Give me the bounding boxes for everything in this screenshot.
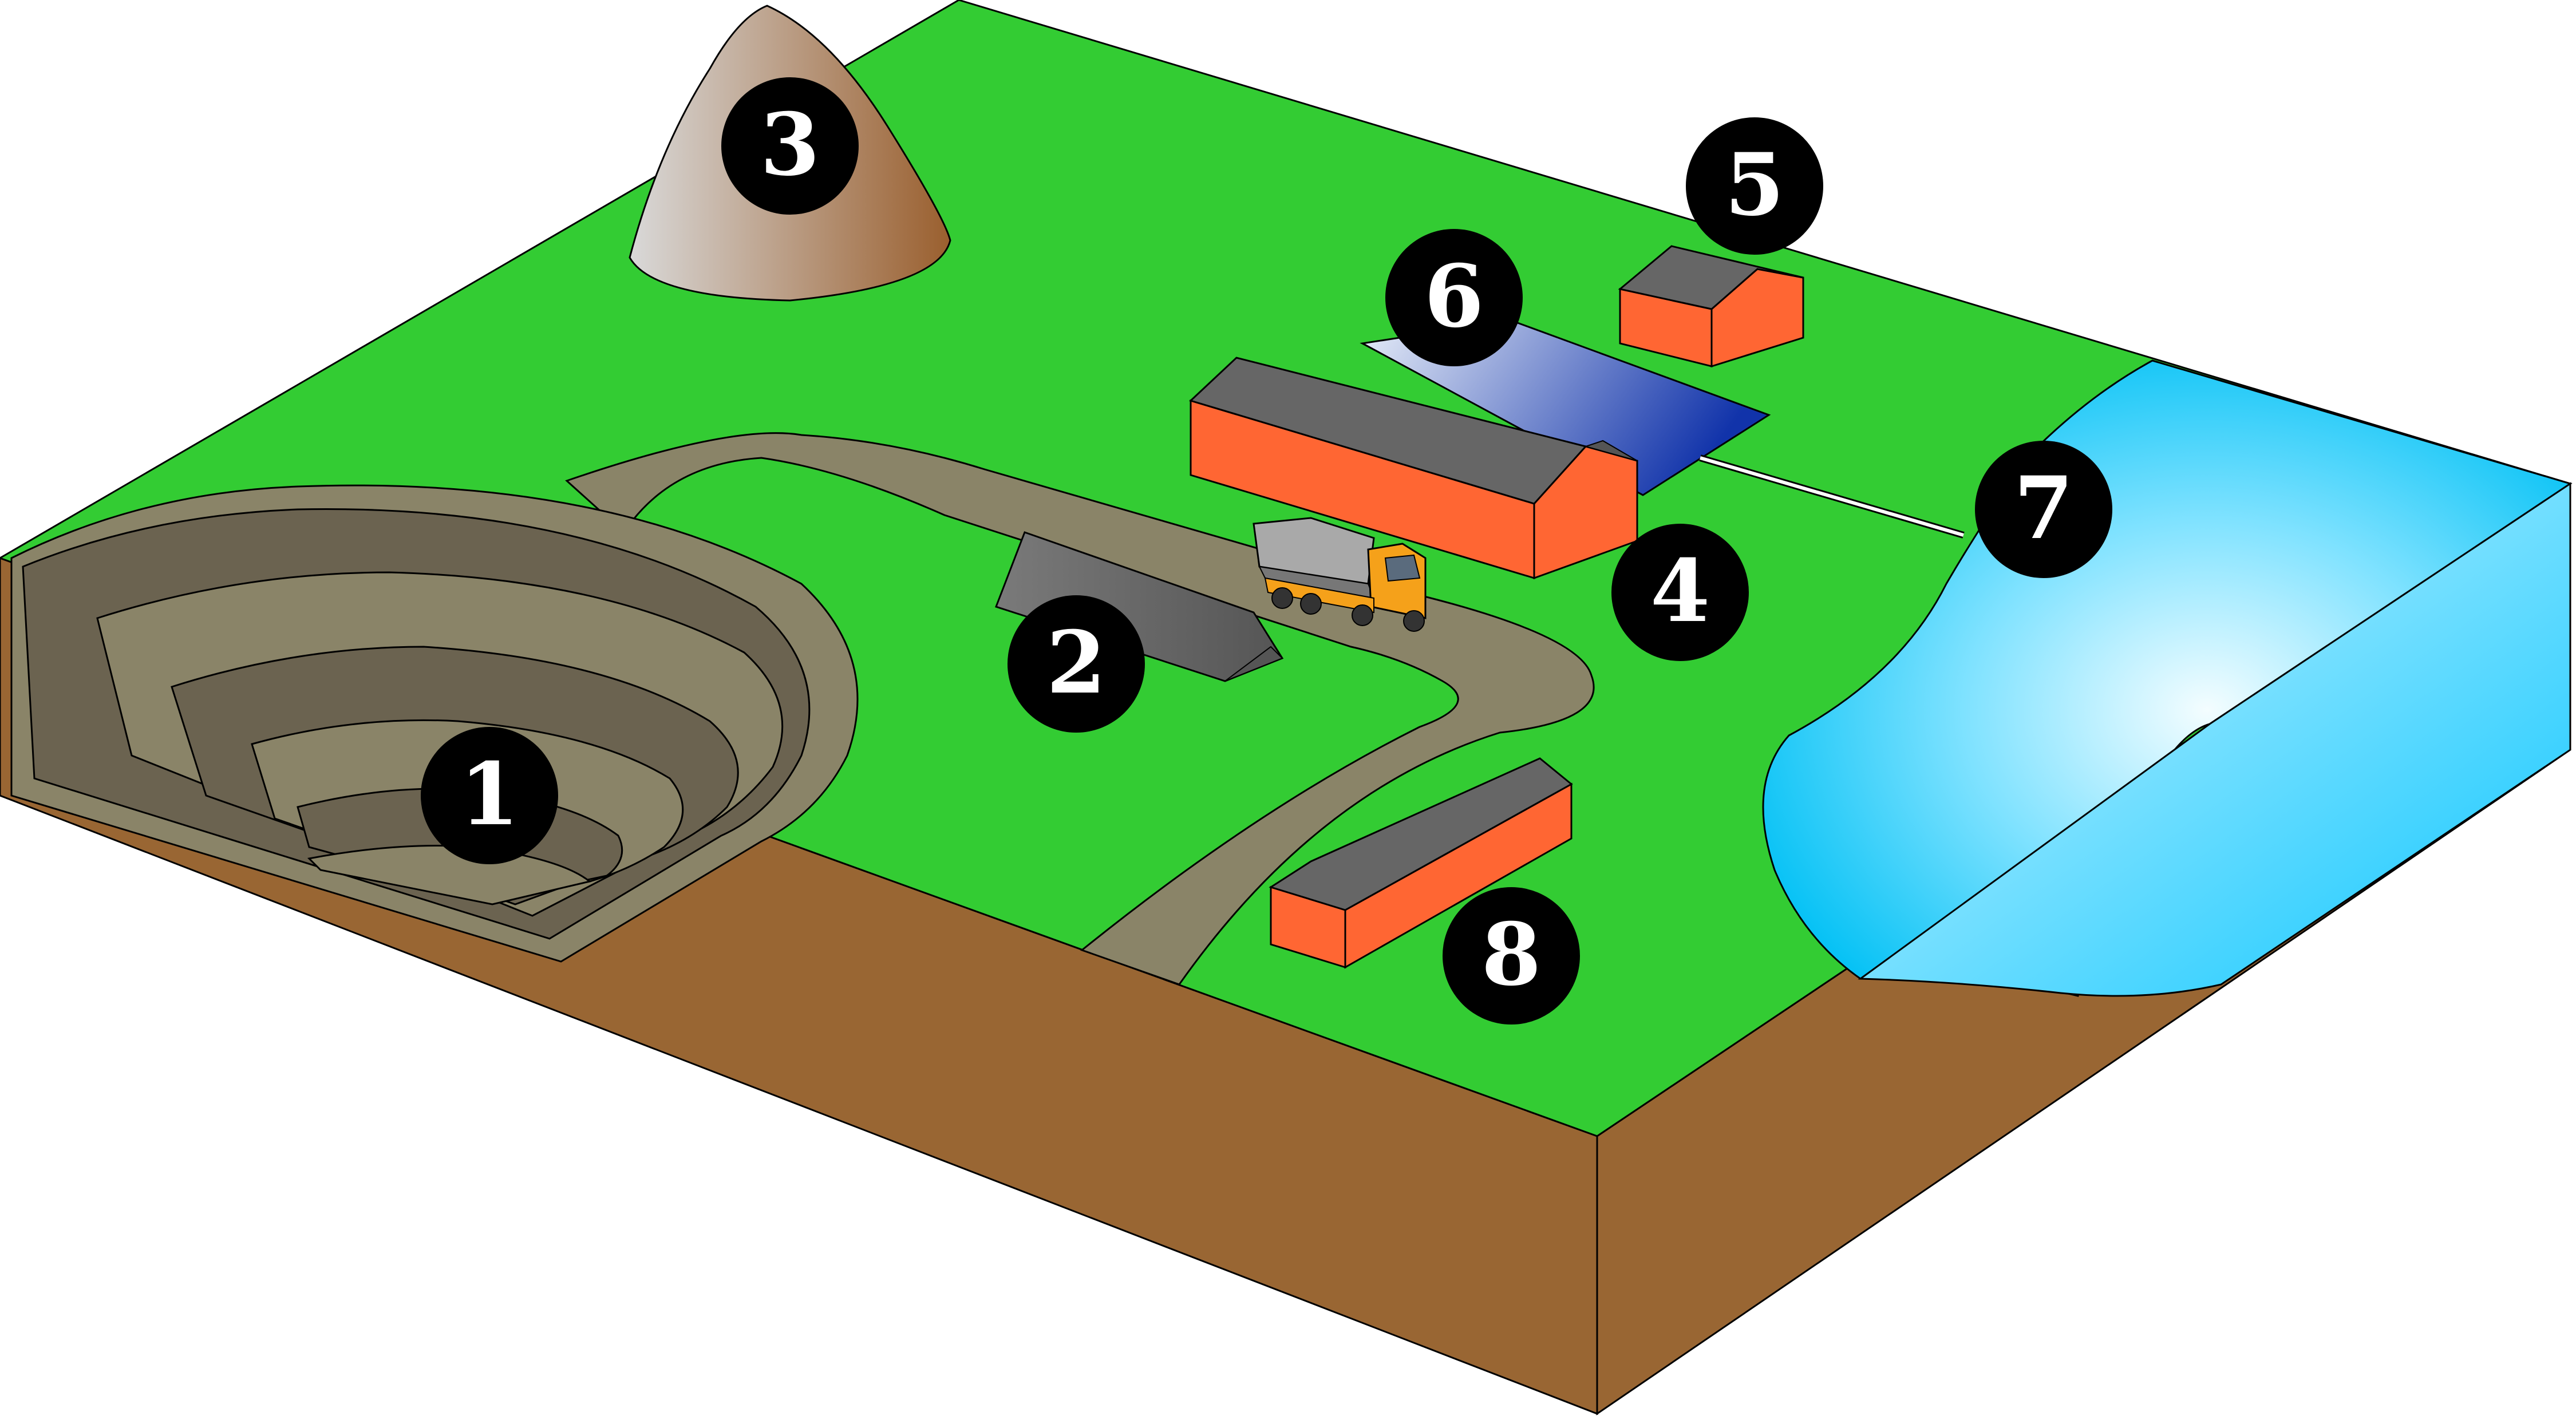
badge-3-label: 3 — [760, 94, 820, 195]
processing-plant — [1189, 357, 1638, 580]
badge-1-label: 1 — [460, 744, 519, 845]
badge-4-label: 4 — [1650, 541, 1710, 642]
badge-1: 1 — [421, 727, 558, 864]
badge-6: 6 — [1385, 229, 1523, 366]
haul-road — [565, 432, 1595, 986]
badge-2-label: 2 — [1046, 612, 1106, 713]
badge-3: 3 — [721, 77, 859, 215]
badge-7-label: 7 — [2014, 458, 2073, 559]
badge-6-label: 6 — [1424, 246, 1484, 347]
badge-8-label: 8 — [1481, 904, 1541, 1005]
badge-7: 7 — [1975, 441, 2112, 578]
dump-truck — [1253, 517, 1427, 632]
water-pipeline — [1699, 454, 1965, 539]
office-building — [1618, 245, 1804, 368]
badge-5-label: 5 — [1725, 135, 1784, 235]
lake — [1762, 359, 2573, 997]
stockpile — [995, 531, 1284, 682]
badge-8: 8 — [1443, 887, 1580, 1025]
workshop — [1269, 757, 1573, 969]
badge-5: 5 — [1686, 117, 1823, 255]
badge-4: 4 — [1611, 524, 1749, 661]
badge-2: 2 — [1008, 595, 1145, 733]
